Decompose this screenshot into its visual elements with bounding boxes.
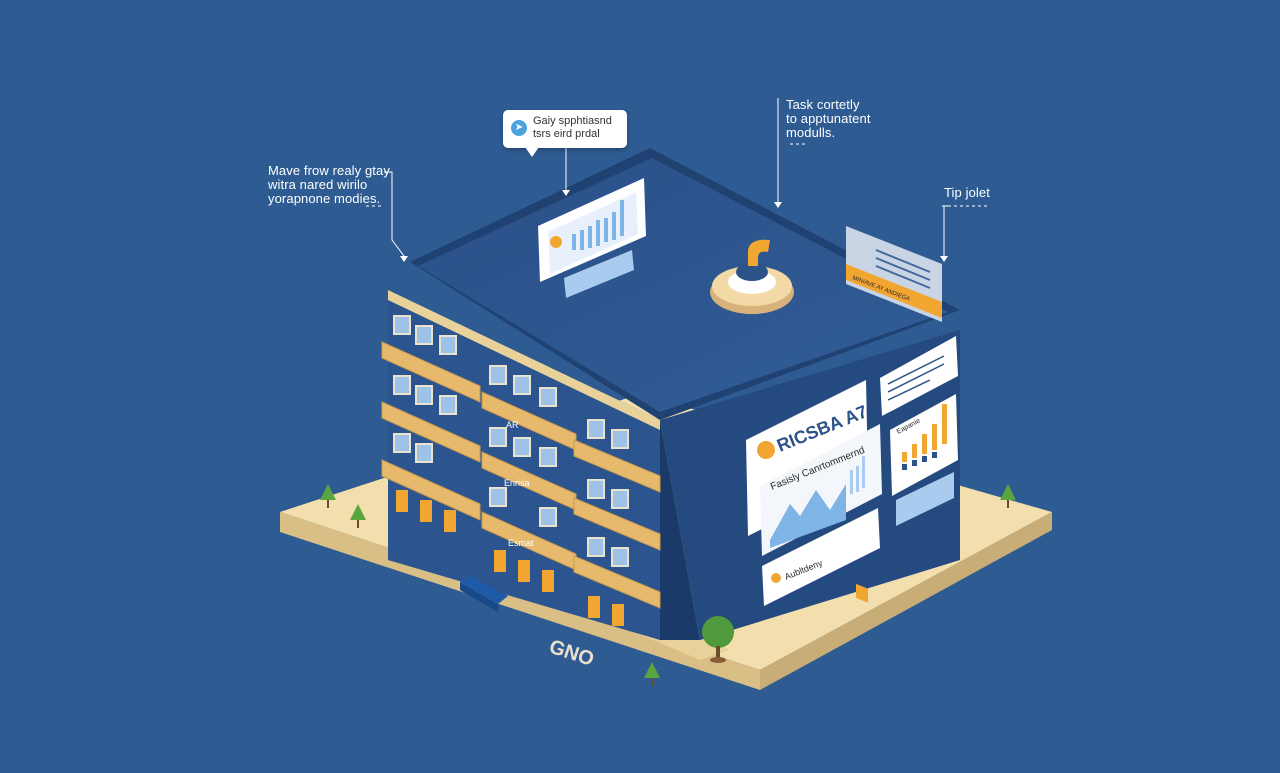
callout-leaders	[366, 98, 988, 260]
tree-icon	[320, 484, 336, 508]
screen-panels: RICSBA A7 Fasisly Canrtommernd Aubltdeny…	[746, 336, 958, 606]
sign-logo-icon	[757, 441, 775, 459]
speech-bubble: ➤ Gaiy spphtiasnd tsrs eird prdal	[503, 110, 627, 157]
facade-label-esmat: Esmat	[508, 538, 534, 548]
tree-icon	[644, 662, 660, 686]
bench	[460, 576, 508, 612]
roof-chart-panel	[538, 178, 646, 298]
tree-icon	[1000, 484, 1016, 508]
facade-label-enrisa: Enrisa	[504, 478, 530, 488]
tree-icon	[702, 616, 734, 663]
callout-left: Mave frow realy gtay witra nared wirilo …	[268, 164, 390, 206]
callout-left-line: witra nared wirilo	[268, 177, 368, 192]
roof-banner-panel: MINIAVE AY ANDIEGA	[846, 226, 942, 603]
callout-top-right-line: to apptunatent	[786, 111, 871, 126]
chart-dot-icon	[550, 236, 562, 248]
callout-top-right-line: Task cortetly	[786, 97, 860, 112]
bookmark-icon	[856, 583, 868, 603]
callout-top-right-line: modulls.	[786, 125, 836, 140]
ground-text: GNO	[546, 636, 596, 671]
bubble-line: Gaiy spphtiasnd	[533, 115, 612, 127]
callout-left-line: Mave frow realy gtay	[268, 163, 390, 178]
facade-balconies: AR Enrisa Esmat	[381, 315, 661, 626]
arrow-icon: ➤	[511, 120, 527, 136]
rooftop-device	[710, 239, 794, 314]
callout-far-right-line: Tip jolet	[944, 185, 990, 200]
facade-label-ar: AR	[506, 420, 519, 430]
callout-top-right: Task cortetly to apptunatent modulls.	[786, 98, 871, 140]
callout-far-right: Tip jolet	[944, 186, 990, 200]
tree-icon	[350, 504, 366, 528]
bubble-line: tsrs eird prdal	[533, 128, 600, 140]
trees	[320, 484, 1016, 686]
status-dot-icon	[771, 573, 781, 583]
callout-left-line: yorapnone modies.	[268, 191, 381, 206]
